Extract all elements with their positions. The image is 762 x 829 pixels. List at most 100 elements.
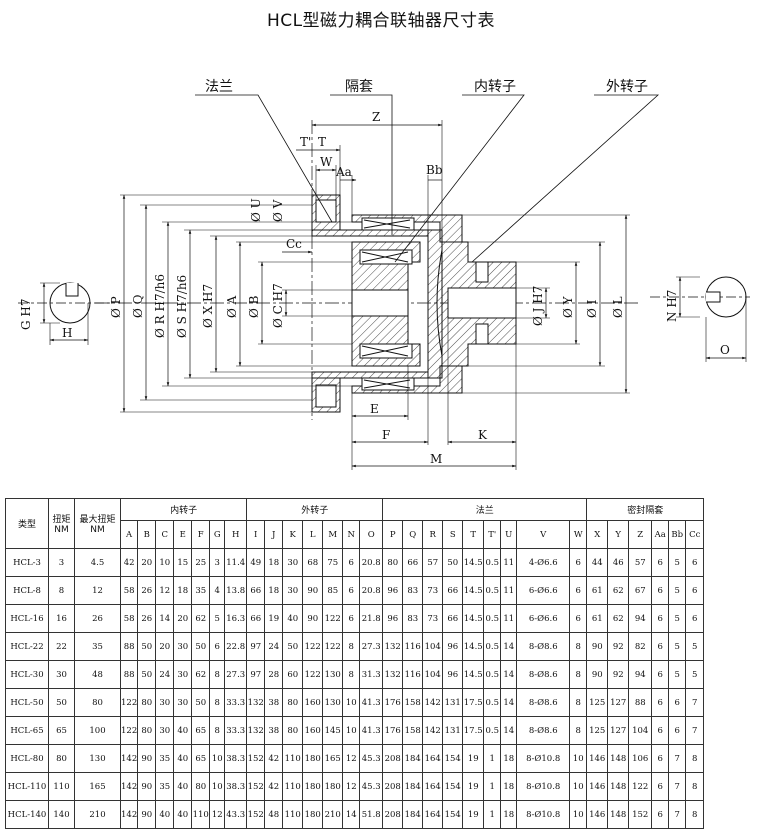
- table-cell: 40: [173, 772, 193, 801]
- table-cell: 160: [302, 688, 324, 717]
- table-cell: 45.3: [359, 772, 384, 801]
- table-cell: 152: [246, 744, 266, 773]
- column-header: R: [422, 520, 444, 549]
- table-cell: 90: [586, 660, 609, 689]
- table-cell: 65: [191, 744, 211, 773]
- table-cell: 132: [246, 688, 266, 717]
- model-cell: HCL-80: [5, 744, 49, 773]
- table-cell: 50: [137, 632, 157, 661]
- table-cell: 83: [402, 576, 424, 605]
- table-cell: 208: [382, 772, 404, 801]
- table-cell: 6: [651, 660, 670, 689]
- column-header: Z: [628, 520, 653, 549]
- table-cell: 50: [191, 632, 211, 661]
- table-cell: 142: [119, 772, 139, 801]
- table-cell: 127: [607, 688, 630, 717]
- table-cell: 18: [264, 576, 284, 605]
- table-cell: 8: [342, 632, 361, 661]
- table-cell: 10: [569, 744, 588, 773]
- table-cell: 67: [628, 576, 653, 605]
- table-cell: 10: [209, 744, 226, 773]
- table-cell: 80: [137, 716, 157, 745]
- table-cell: 41.3: [359, 688, 384, 717]
- table-cell: 65: [191, 716, 211, 745]
- table-cell: 8: [209, 660, 226, 689]
- table-cell: 96: [382, 604, 404, 633]
- column-header: P: [382, 520, 404, 549]
- table-cell: 110: [191, 800, 211, 829]
- table-cell: 60: [282, 660, 304, 689]
- table-cell: 90: [137, 800, 157, 829]
- table-cell: 5: [668, 632, 687, 661]
- table-cell: 6: [651, 688, 670, 717]
- column-header: Cc: [685, 520, 705, 549]
- table-cell: 6: [685, 604, 705, 633]
- table-cell: 8-Ø8.6: [516, 716, 571, 745]
- dim-t: T: [318, 135, 326, 149]
- table-cell: 4: [209, 576, 226, 605]
- table-cell: 68: [302, 548, 324, 577]
- table-cell: 14.5: [462, 632, 485, 661]
- table-cell: 106: [628, 744, 653, 773]
- table-cell: 6: [651, 772, 670, 801]
- table-cell: 19: [462, 744, 485, 773]
- model-cell: HCL-30: [5, 660, 49, 689]
- dim-s: Ø S H7/h6: [175, 275, 189, 338]
- table-cell: 176: [382, 688, 404, 717]
- table-cell: 14.5: [462, 548, 485, 577]
- table-cell: 51.8: [359, 800, 384, 829]
- table-cell: 127: [607, 716, 630, 745]
- table-cell: 6: [685, 548, 705, 577]
- table-cell: 7: [685, 688, 705, 717]
- table-cell: 96: [442, 660, 464, 689]
- dim-c: Ø C H7: [271, 283, 285, 328]
- table-cell: 3: [48, 548, 75, 577]
- dim-i: Ø I: [585, 299, 599, 318]
- table-cell: 12: [74, 576, 121, 605]
- table-cell: 122: [322, 632, 344, 661]
- column-header: C: [155, 520, 175, 549]
- header-group-inner-rotor: 内转子: [119, 498, 248, 521]
- table-cell: 6: [569, 604, 588, 633]
- column-header: N: [342, 520, 361, 549]
- table-cell: 180: [302, 800, 324, 829]
- table-cell: 5: [668, 548, 687, 577]
- table-cell: 4.5: [74, 548, 121, 577]
- table-cell: 62: [191, 604, 211, 633]
- column-header: K: [282, 520, 304, 549]
- table-cell: 80: [282, 688, 304, 717]
- table-cell: 50: [442, 548, 464, 577]
- model-cell: HCL-8: [5, 576, 49, 605]
- callout-outer-rotor: 外转子: [606, 79, 648, 95]
- table-cell: 164: [422, 772, 444, 801]
- table-cell: 13.8: [224, 576, 248, 605]
- table-cell: 40: [173, 716, 193, 745]
- table-cell: 122: [119, 688, 139, 717]
- table-cell: 19: [462, 800, 485, 829]
- table-cell: 6: [651, 604, 670, 633]
- table-cell: 12: [155, 576, 175, 605]
- table-cell: 208: [382, 800, 404, 829]
- table-cell: 25: [191, 548, 211, 577]
- column-header: U: [500, 520, 518, 549]
- table-cell: 73: [422, 576, 444, 605]
- table-cell: 122: [302, 660, 324, 689]
- table-cell: 132: [382, 632, 404, 661]
- header-type: 类型: [5, 498, 49, 549]
- table-cell: 92: [607, 632, 630, 661]
- table-cell: 22.8: [224, 632, 248, 661]
- table-cell: 12: [342, 772, 361, 801]
- dim-e: E: [370, 402, 379, 416]
- table-cell: 20: [155, 632, 175, 661]
- table-cell: 14: [500, 632, 518, 661]
- table-cell: 62: [607, 576, 630, 605]
- table-cell: 31.3: [359, 660, 384, 689]
- table-cell: 8: [685, 800, 705, 829]
- table-cell: 90: [137, 744, 157, 773]
